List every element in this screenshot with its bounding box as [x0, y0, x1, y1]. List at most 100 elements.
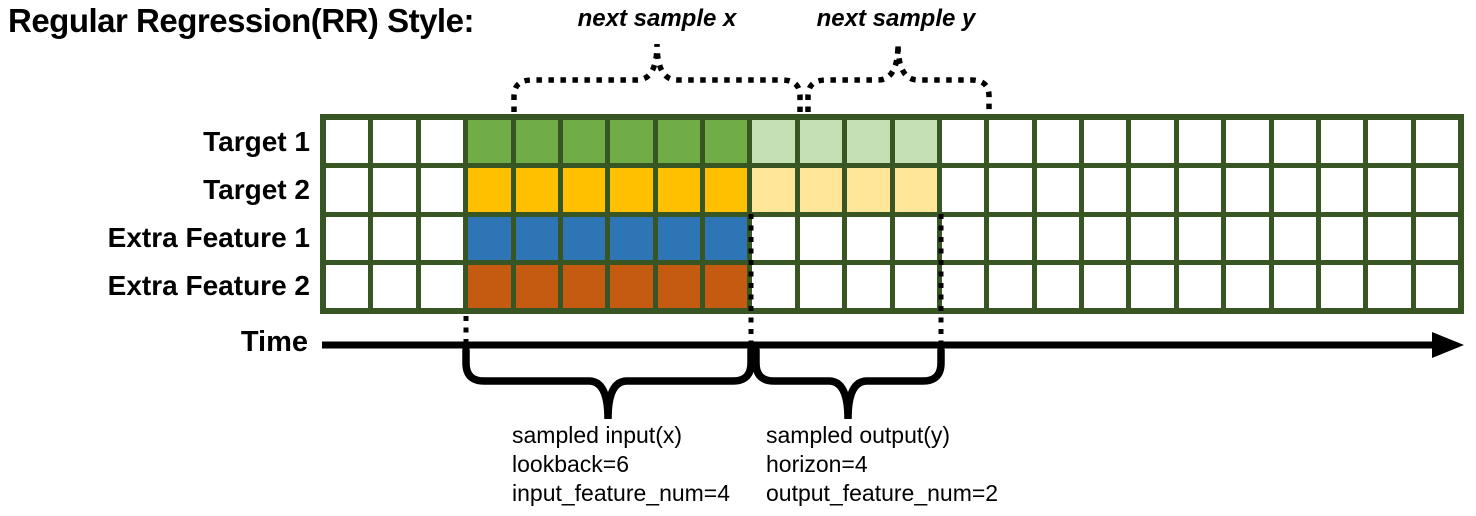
grid-cell [894, 264, 937, 308]
grid-cell [1320, 264, 1364, 308]
grid-cell [894, 216, 937, 260]
lookback-value: lookback=6 [512, 451, 629, 477]
next-sample-y-brace [805, 43, 992, 112]
grid-cell [420, 216, 464, 260]
grid-cell [562, 168, 606, 212]
grid-cell [610, 120, 653, 164]
grid-cell [326, 120, 369, 164]
grid-cell [468, 216, 511, 260]
grid-cell [847, 264, 890, 308]
grid-cell [1226, 168, 1269, 212]
grid-cell [1131, 120, 1174, 164]
grid-cell [752, 120, 795, 164]
grid-cell [610, 216, 653, 260]
sampled-input-title: sampled input(x) [512, 422, 683, 448]
grid-cell [799, 120, 843, 164]
grid-cell [657, 216, 700, 260]
grid-cell [373, 264, 416, 308]
grid-cell [515, 168, 558, 212]
grid-cell [610, 168, 653, 212]
grid-cell [989, 120, 1032, 164]
grid-cell [1320, 120, 1364, 164]
grid-cell [989, 216, 1032, 260]
grid-cell [1178, 120, 1222, 164]
grid-cell [752, 216, 795, 260]
next-sample-x-label: next sample x [577, 5, 737, 32]
time-axis-arrowhead [1432, 332, 1464, 358]
horizon-value: horizon=4 [766, 451, 868, 477]
grid-cell [1084, 120, 1127, 164]
grid-cell [847, 216, 890, 260]
grid-cell [326, 216, 369, 260]
grid-cell [941, 168, 985, 212]
grid-cell [1131, 264, 1174, 308]
grid-cell [847, 120, 890, 164]
grid-cell [468, 168, 511, 212]
grid-cell [515, 120, 558, 164]
grid-cell [468, 120, 511, 164]
sampled-input-annotation: sampled input(x) lookback=6 input_featur… [512, 421, 730, 508]
grid-cell [941, 264, 985, 308]
grid-cell [420, 264, 464, 308]
grid-cell [1273, 168, 1316, 212]
grid-cell [1273, 216, 1316, 260]
next-sample-x-brace [511, 43, 803, 112]
grid-cell [1036, 264, 1079, 308]
grid-cell [1273, 120, 1316, 164]
grid-cell [610, 264, 653, 308]
grid-cell [1131, 216, 1174, 260]
diagram-title: Regular Regression(RR) Style: [8, 2, 474, 39]
grid-cell [799, 168, 843, 212]
sampled-output-brace [752, 346, 945, 420]
grid-cell [373, 168, 416, 212]
grid-cell [515, 264, 558, 308]
grid-cell [326, 264, 369, 308]
row-label-extra-feature-1: Extra Feature 1 [107, 222, 310, 253]
grid-cell [989, 264, 1032, 308]
grid-cell [1178, 168, 1222, 212]
grid-cell [657, 168, 700, 212]
grid-cell [705, 120, 748, 164]
grid-cell [1320, 168, 1364, 212]
grid-cell [1036, 216, 1079, 260]
grid-cell [1084, 216, 1127, 260]
grid-cell [989, 168, 1032, 212]
grid-cell [562, 216, 606, 260]
time-axis-label: Time [240, 326, 308, 358]
grid-cell [752, 168, 795, 212]
grid-cell [705, 216, 748, 260]
grid-cell [1415, 120, 1458, 164]
input-feature-num-value: input_feature_num=4 [512, 480, 731, 506]
grid-cell [1084, 168, 1127, 212]
grid-cell [1368, 264, 1411, 308]
grid-cell [1178, 264, 1222, 308]
grid-cell [1320, 216, 1364, 260]
grid-cell [326, 168, 369, 212]
grid-cell [705, 168, 748, 212]
grid-cell [1273, 264, 1316, 308]
grid-cell [1226, 216, 1269, 260]
grid-cell [799, 216, 843, 260]
grid-cell [705, 264, 748, 308]
grid-cell [1131, 168, 1174, 212]
grid-cell [1226, 120, 1269, 164]
grid-cell [657, 264, 700, 308]
grid-cell [468, 264, 511, 308]
grid-cell [1368, 216, 1411, 260]
grid-cell [1415, 264, 1458, 308]
output-feature-num-value: output_feature_num=2 [766, 480, 999, 506]
sampled-output-title: sampled output(y) [766, 422, 951, 448]
grid-cell [1368, 120, 1411, 164]
grid-cell [799, 264, 843, 308]
grid-cell [941, 120, 985, 164]
grid-cell [941, 216, 985, 260]
sampled-input-brace [462, 346, 755, 420]
grid-cell [373, 120, 416, 164]
grid-cell [1368, 168, 1411, 212]
grid-cell [752, 264, 795, 308]
grid-cell [420, 120, 464, 164]
grid-cell [1178, 216, 1222, 260]
grid-cell [1415, 168, 1458, 212]
grid-cell [562, 264, 606, 308]
